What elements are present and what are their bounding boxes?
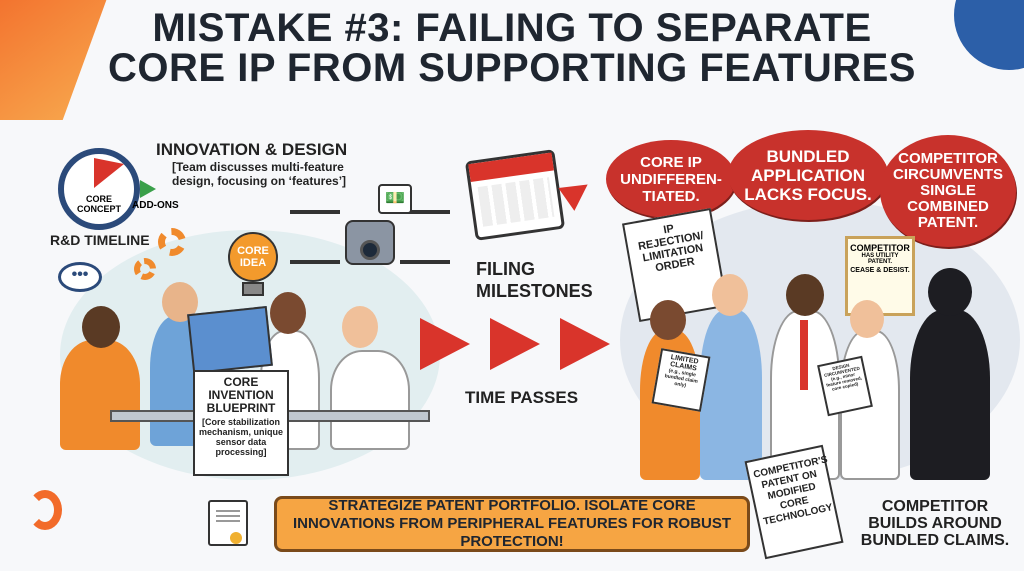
curved-arrow-icon	[558, 173, 596, 211]
gear-icon	[134, 258, 156, 280]
speech-bubble-competitor: COMPETITOR CIRCUMVENTS SINGLE COMBINED P…	[880, 135, 1016, 247]
chat-bubble-icon: •••	[58, 262, 102, 292]
document-icon	[208, 500, 248, 546]
clock-icon: CORE CONCEPT	[58, 148, 140, 230]
cash-icon: 💵	[378, 184, 412, 214]
arrow-icon	[490, 318, 540, 370]
speech-bubble-bundled: BUNDLED APPLICATION LACKS FOCUS.	[728, 130, 888, 220]
innovation-subheading: [Team discusses multi-feature design, fo…	[172, 160, 347, 188]
arrow-icon	[560, 318, 610, 370]
rd-timeline-label: R&D TIMELINE	[50, 232, 150, 248]
limited-claims-document: LIMITED CLAIMS (e.g., single bundled cla…	[651, 348, 711, 412]
filing-milestones-label: FILING MILESTONES	[476, 259, 593, 301]
corner-logo	[28, 490, 62, 530]
arrow-icon	[420, 318, 470, 370]
calendar-icon	[464, 149, 566, 241]
recommendation-banner: STRATEGIZE PATENT PORTFOLIO. ISOLATE COR…	[274, 496, 750, 552]
drone-icon	[290, 200, 450, 290]
time-passes-label: TIME PASSES	[465, 388, 579, 407]
innovation-heading: INNOVATION & DESIGN	[156, 140, 348, 159]
addons-label: ADD-ONS	[132, 200, 179, 211]
team-illustration	[40, 280, 450, 480]
lightbulb-base	[242, 282, 264, 296]
competitor-caption: COMPETITOR BUILDS AROUND BUNDLED CLAIMS.	[860, 498, 1010, 549]
arrow-icon	[140, 180, 156, 198]
gear-icon	[158, 228, 186, 256]
speech-bubble-core-ip: CORE IP UNDIFFEREN-TIATED.	[606, 140, 736, 218]
lightbulb-icon: CORE IDEA	[228, 232, 278, 282]
core-invention-blueprint: CORE INVENTION BLUEPRINT [Core stabiliza…	[193, 370, 289, 476]
